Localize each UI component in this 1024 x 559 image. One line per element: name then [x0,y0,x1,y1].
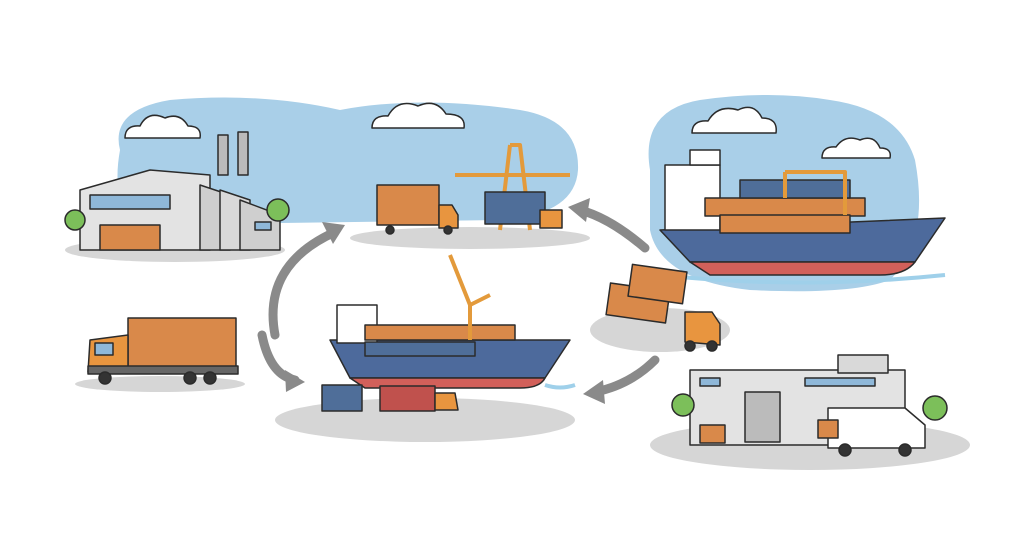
arrow-warehouse-to-port [590,355,660,397]
cargo-ship-right [659,149,946,285]
factory [64,131,290,251]
containers-on-dock [321,384,459,412]
gantry-crane-top [455,143,570,231]
arrow-factory-to-port [268,227,340,340]
truck-with-crates [87,317,239,385]
ground-truck-left [75,376,245,392]
truck-with-containers-right [605,263,721,352]
arrowhead-icon [568,198,590,222]
warehouse [671,354,948,446]
cloud [124,102,892,159]
delivery-van [817,407,926,457]
arrowhead-icon [583,380,605,404]
arrow-ship-to-port [575,205,650,253]
sky-background-left [117,97,579,225]
arrowhead-icon [322,222,345,244]
truck-with-container-top [376,184,459,235]
ground-port-top [350,227,590,249]
arrowhead-icon [285,370,305,392]
cargo-ship-center [329,254,576,390]
